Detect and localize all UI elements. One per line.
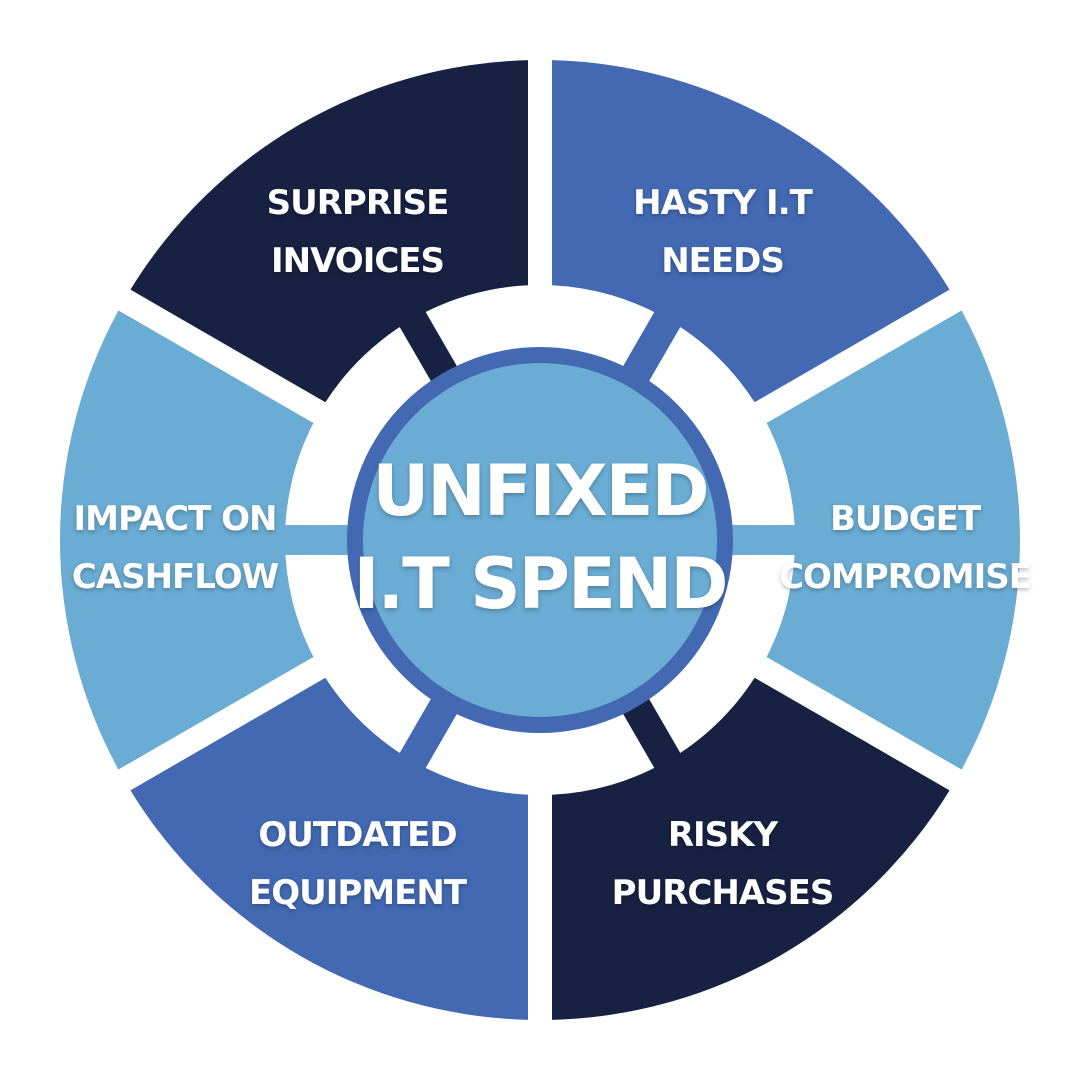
segment-label-impact-on-cashflow-line1: IMPACT ON [74,499,277,539]
center-hub: UNFIXED I.T SPEND [347,347,733,733]
segment-label-outdated-equipment-line2: EQUIPMENT [249,873,468,913]
connector-hasty-it-needs [622,308,683,383]
segment-label-hasty-it-needs-line1: HASTY I.T [633,183,813,223]
connector-budget-compromise [730,525,799,555]
labels-layer: HASTY I.T NEEDS BUDGET COMPROMISE RISKY PURCH… [72,183,1032,913]
segment-impact-on-cashflow [59,310,314,770]
segment-label-risky-purchases-line1: RISKY [668,815,779,855]
center-title-line2: I.T SPEND [354,543,727,625]
connectors-layer [281,308,799,772]
connector-surprise-invoices [397,308,458,383]
center-core [363,363,717,717]
segment-risky-purchases [552,677,950,1020]
segment-label-budget-compromise-line1: BUDGET [830,499,982,539]
segment-label-surprise-invoices-line2: INVOICES [271,241,444,281]
segment-budget-compromise [766,310,1021,770]
segment-surprise-invoices [130,60,528,403]
segment-label-risky-purchases-line2: PURCHASES [612,873,834,913]
center-title-line1: UNFIXED [372,450,707,532]
connector-outdated-equipment [397,697,458,772]
segment-label-outdated-equipment-line1: OUTDATED [258,815,456,855]
connector-risky-purchases [622,697,683,772]
connector-impact-on-cashflow [281,525,350,555]
segment-label-budget-compromise-line2: COMPROMISE [779,557,1031,597]
segment-outdated-equipment [130,677,528,1020]
segment-hasty-it-needs [552,60,950,403]
segment-label-hasty-it-needs-line2: NEEDS [661,241,784,281]
segments-layer [59,60,1021,1020]
segment-label-surprise-invoices-line1: SURPRISE [267,183,449,223]
segment-label-impact-on-cashflow-line2: CASHFLOW [72,557,279,597]
